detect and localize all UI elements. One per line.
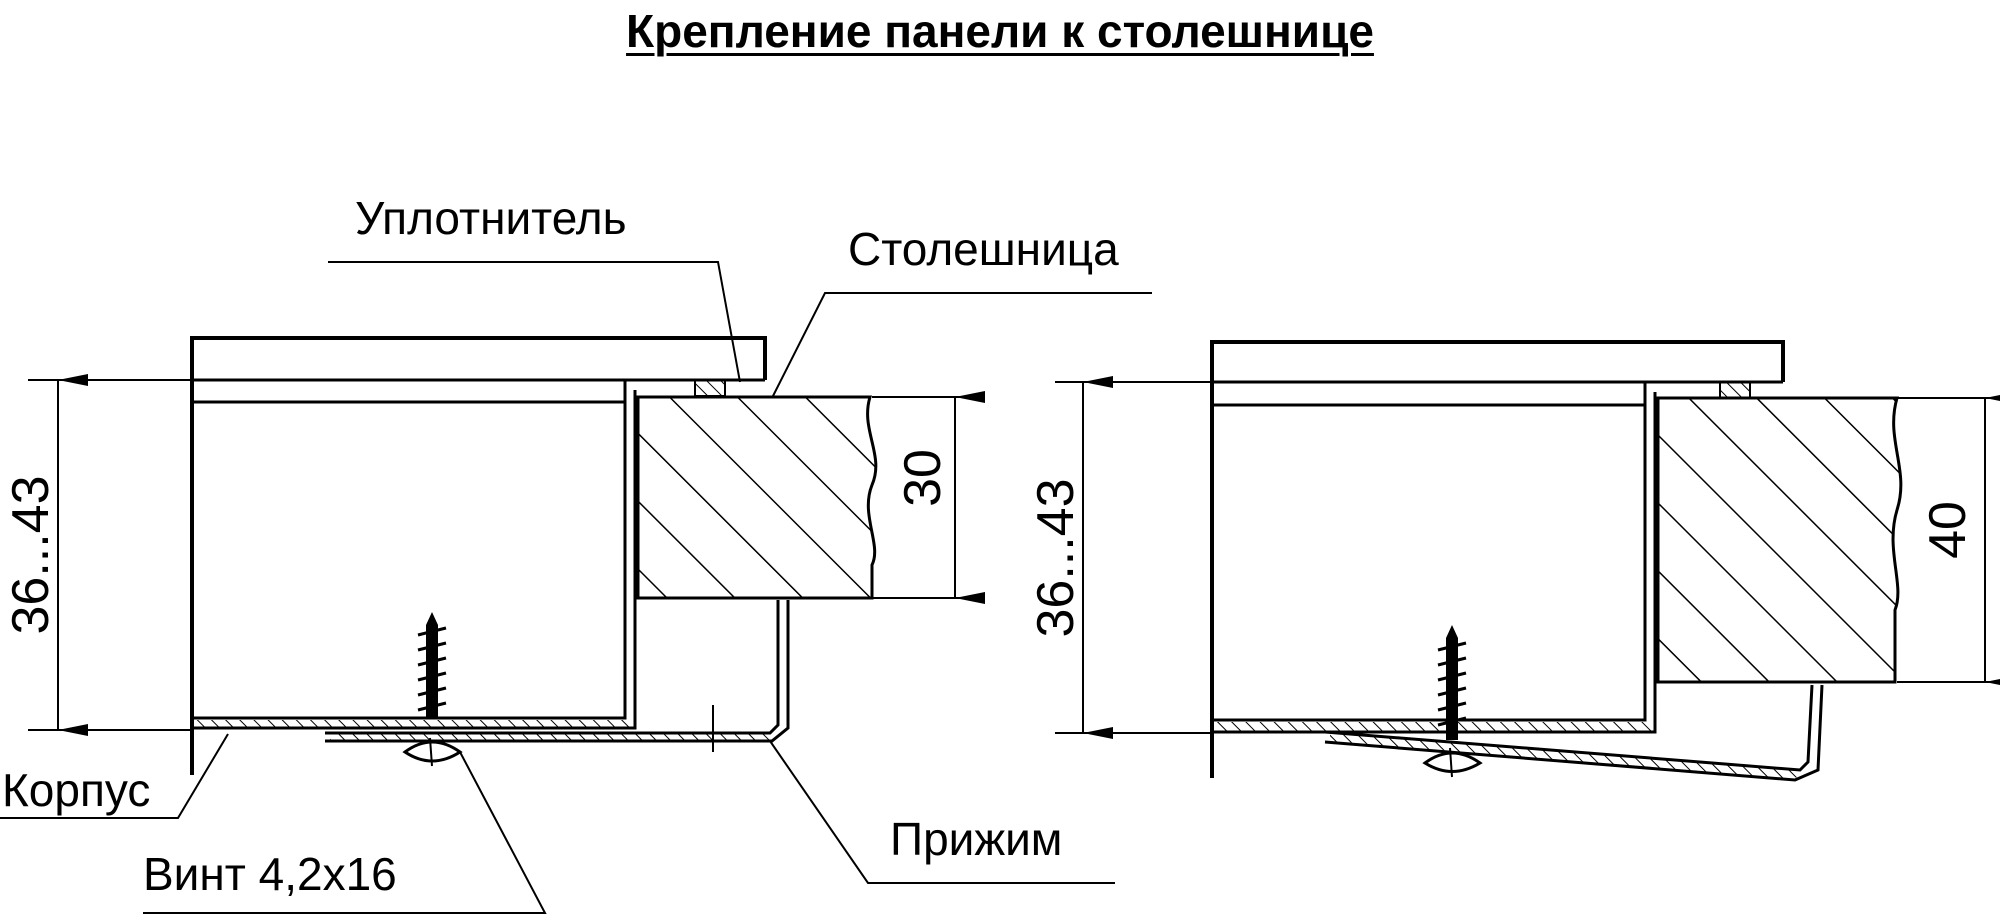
- seal-left: [694, 379, 726, 397]
- dimension-left-thickness: 30: [872, 391, 985, 604]
- body-shell-right: [1212, 382, 1657, 734]
- label-clamp: Прижим: [769, 740, 1115, 884]
- clamp-left: [325, 600, 790, 752]
- label-countertop-text: Столешница: [848, 223, 1119, 275]
- clamp-right: [1324, 684, 1824, 782]
- dimension-right-height: 36...43: [1027, 376, 1210, 739]
- right-view: 36...43 40: [1027, 340, 2000, 782]
- dimension-left-height: 36...43: [2, 374, 190, 736]
- label-screw: Винт 4,2х16: [143, 751, 547, 914]
- hob-top-right: [1210, 340, 1785, 778]
- screw-left: [402, 612, 463, 767]
- countertop-right: [1656, 396, 1903, 684]
- screw-right: [1422, 625, 1483, 778]
- label-body: Корпус: [0, 733, 229, 819]
- label-clamp-text: Прижим: [890, 813, 1062, 865]
- seal-right: [1719, 381, 1751, 399]
- label-screw-text: Винт 4,2х16: [143, 848, 397, 900]
- dim-right-height-text: 36...43: [1027, 478, 1085, 637]
- body-shell-left: [192, 380, 637, 730]
- dim-left-height-text: 36...43: [2, 475, 60, 634]
- label-countertop: Столешница: [771, 223, 1152, 399]
- label-seal: Уплотнитель: [328, 192, 741, 383]
- dim-right-thickness-text: 40: [1919, 501, 1977, 559]
- diagram-title: Крепление панели к столешнице: [626, 5, 1374, 57]
- countertop-left: [636, 395, 878, 600]
- dim-left-thickness-text: 30: [894, 449, 952, 507]
- label-body-text: Корпус: [2, 764, 150, 816]
- left-view: 36...43 30 Уплотнитель Столешница Корпус…: [0, 192, 1152, 914]
- label-seal-text: Уплотнитель: [355, 192, 627, 244]
- dimension-right-thickness: 40: [1897, 392, 2000, 688]
